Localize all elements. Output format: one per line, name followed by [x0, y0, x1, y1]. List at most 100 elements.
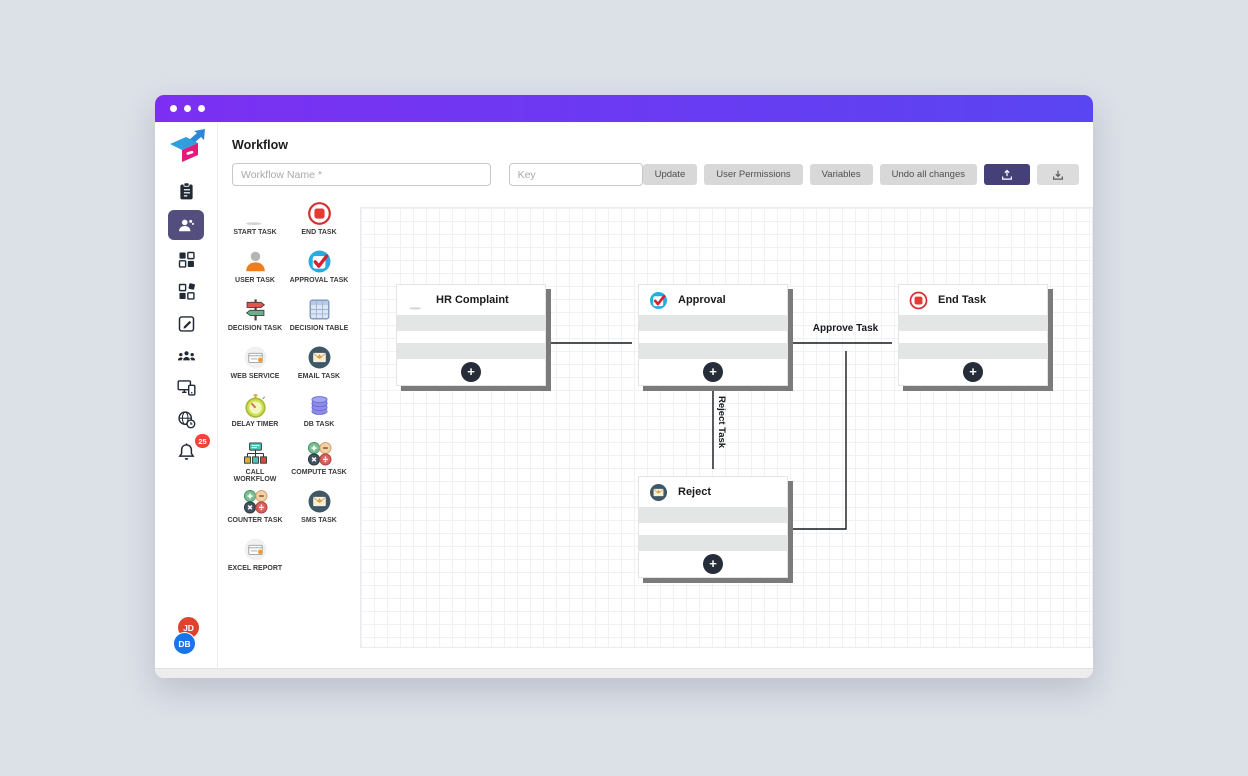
node-spacer — [397, 331, 545, 343]
node-field-row — [639, 315, 787, 331]
add-step-button[interactable]: + — [963, 362, 983, 382]
variables-button[interactable]: Variables — [809, 164, 873, 185]
node-field-row — [899, 315, 1047, 331]
task-palette: START TASK END TASK USER TASK APPROVAL T… — [224, 200, 350, 584]
palette-item-label: USER TASK — [235, 277, 275, 284]
add-step-button[interactable]: + — [461, 362, 481, 382]
download-icon — [1051, 168, 1065, 182]
workflow-canvas[interactable]: Approve Task Reject Task HR Complaint + … — [360, 207, 1093, 648]
node-field-row — [639, 343, 787, 359]
sidebar-item-devices[interactable] — [168, 374, 204, 400]
toolbar-buttons: Update User Permissions Variables Undo a… — [642, 164, 1079, 185]
node-spacer — [899, 331, 1047, 343]
palette-item-label: COMPUTE TASK — [291, 469, 347, 476]
notification-badge: 25 — [195, 434, 210, 448]
sidebar-item-editor[interactable] — [168, 310, 204, 336]
node-footer: + — [639, 359, 787, 385]
email-task-icon — [306, 344, 333, 371]
user-avatars: JD DB — [171, 616, 201, 656]
palette-item-db-task[interactable]: DB TASK — [288, 392, 350, 440]
start-task-icon — [406, 290, 427, 311]
node-field-row — [639, 535, 787, 551]
update-button[interactable]: Update — [642, 164, 698, 185]
apps-grid-icon — [176, 249, 197, 270]
download-button[interactable] — [1037, 164, 1079, 185]
undo-all-changes-button[interactable]: Undo all changes — [879, 164, 977, 185]
start-task-icon — [242, 200, 269, 227]
delay-timer-icon — [242, 392, 269, 419]
palette-item-start-task[interactable]: START TASK — [224, 200, 286, 248]
user-permissions-button[interactable]: User Permissions — [704, 164, 803, 185]
end-task-icon — [908, 290, 929, 311]
globe-clock-icon — [176, 409, 197, 430]
palette-item-label: CALL WORKFLOW — [233, 469, 277, 483]
sidebar-item-notifications[interactable]: 25 — [168, 434, 210, 464]
bell-icon — [176, 441, 197, 462]
excel-report-icon — [242, 536, 269, 563]
upload-button[interactable] — [984, 164, 1030, 185]
db-task-icon — [306, 392, 333, 419]
workflow-name-input[interactable] — [232, 163, 491, 186]
palette-item-excel-report[interactable]: EXCEL REPORT — [224, 536, 286, 584]
palette-item-label: DELAY TIMER — [231, 421, 279, 428]
palette-item-label: DECISION TASK — [227, 325, 283, 332]
sidebar-nav: 25 — [168, 178, 210, 464]
decision-table-icon — [306, 296, 333, 323]
window-control-dot[interactable] — [198, 105, 205, 112]
node-title: Approval — [678, 294, 726, 306]
palette-item-web-service[interactable]: WEB SERVICE — [224, 344, 286, 392]
sidebar-item-workflow-active[interactable] — [168, 210, 204, 240]
palette-item-call-workflow[interactable]: CALL WORKFLOW — [224, 440, 286, 488]
sidebar-item-global-schedule[interactable] — [168, 406, 204, 432]
sidebar-item-tasks[interactable] — [168, 178, 204, 204]
window-footer-strip — [155, 668, 1093, 678]
palette-item-label: DECISION TABLE — [289, 325, 349, 332]
end-task-icon — [306, 200, 333, 227]
email-task-icon — [648, 482, 669, 503]
person-gear-icon — [176, 215, 197, 236]
avatar[interactable]: DB — [173, 632, 196, 655]
window-control-dot[interactable] — [170, 105, 177, 112]
node-spacer — [639, 523, 787, 535]
palette-item-decision-table[interactable]: DECISION TABLE — [288, 296, 350, 344]
sms-task-icon — [306, 488, 333, 515]
palette-item-label: START TASK — [233, 229, 277, 236]
palette-item-user-task[interactable]: USER TASK — [224, 248, 286, 296]
palette-item-end-task[interactable]: END TASK — [288, 200, 350, 248]
node-approval[interactable]: Approval + — [638, 284, 788, 386]
add-step-button[interactable]: + — [703, 362, 723, 382]
page-title: Workflow — [232, 138, 289, 152]
sidebar-item-modules[interactable] — [168, 278, 204, 304]
user-task-icon — [242, 248, 269, 275]
edge-label-reject-task: Reject Task — [716, 396, 727, 449]
team-icon — [176, 345, 197, 366]
node-reject[interactable]: Reject + — [638, 476, 788, 578]
palette-item-delay-timer[interactable]: DELAY TIMER — [224, 392, 286, 440]
palette-item-approval-task[interactable]: APPROVAL TASK — [288, 248, 350, 296]
palette-item-label: END TASK — [301, 229, 337, 236]
palette-item-email-task[interactable]: EMAIL TASK — [288, 344, 350, 392]
node-spacer — [639, 331, 787, 343]
edge-reject-endtask[interactable] — [793, 349, 852, 530]
palette-item-label: EMAIL TASK — [297, 373, 341, 380]
palette-item-decision-task[interactable]: DECISION TASK — [224, 296, 286, 344]
sidebar-item-apps[interactable] — [168, 246, 204, 272]
node-header: End Task — [899, 285, 1047, 315]
node-hr-complaint[interactable]: HR Complaint + — [396, 284, 546, 386]
palette-item-sms-task[interactable]: SMS TASK — [288, 488, 350, 536]
node-field-row — [639, 507, 787, 523]
palette-item-compute-task[interactable]: COMPUTE TASK — [288, 440, 350, 488]
node-field-row — [899, 343, 1047, 359]
sidebar-item-team[interactable] — [168, 342, 204, 368]
palette-item-counter-task[interactable]: COUNTER TASK — [224, 488, 286, 536]
node-footer: + — [639, 551, 787, 577]
node-footer: + — [397, 359, 545, 385]
window-control-dot[interactable] — [184, 105, 191, 112]
palette-item-label: DB TASK — [303, 421, 335, 428]
node-end-task[interactable]: End Task + — [898, 284, 1048, 386]
clipboard-icon — [176, 181, 197, 202]
add-step-button[interactable]: + — [703, 554, 723, 574]
key-input[interactable] — [508, 163, 643, 186]
toolbar: Update User Permissions Variables Undo a… — [232, 163, 1079, 186]
workflow-edges — [551, 337, 894, 530]
